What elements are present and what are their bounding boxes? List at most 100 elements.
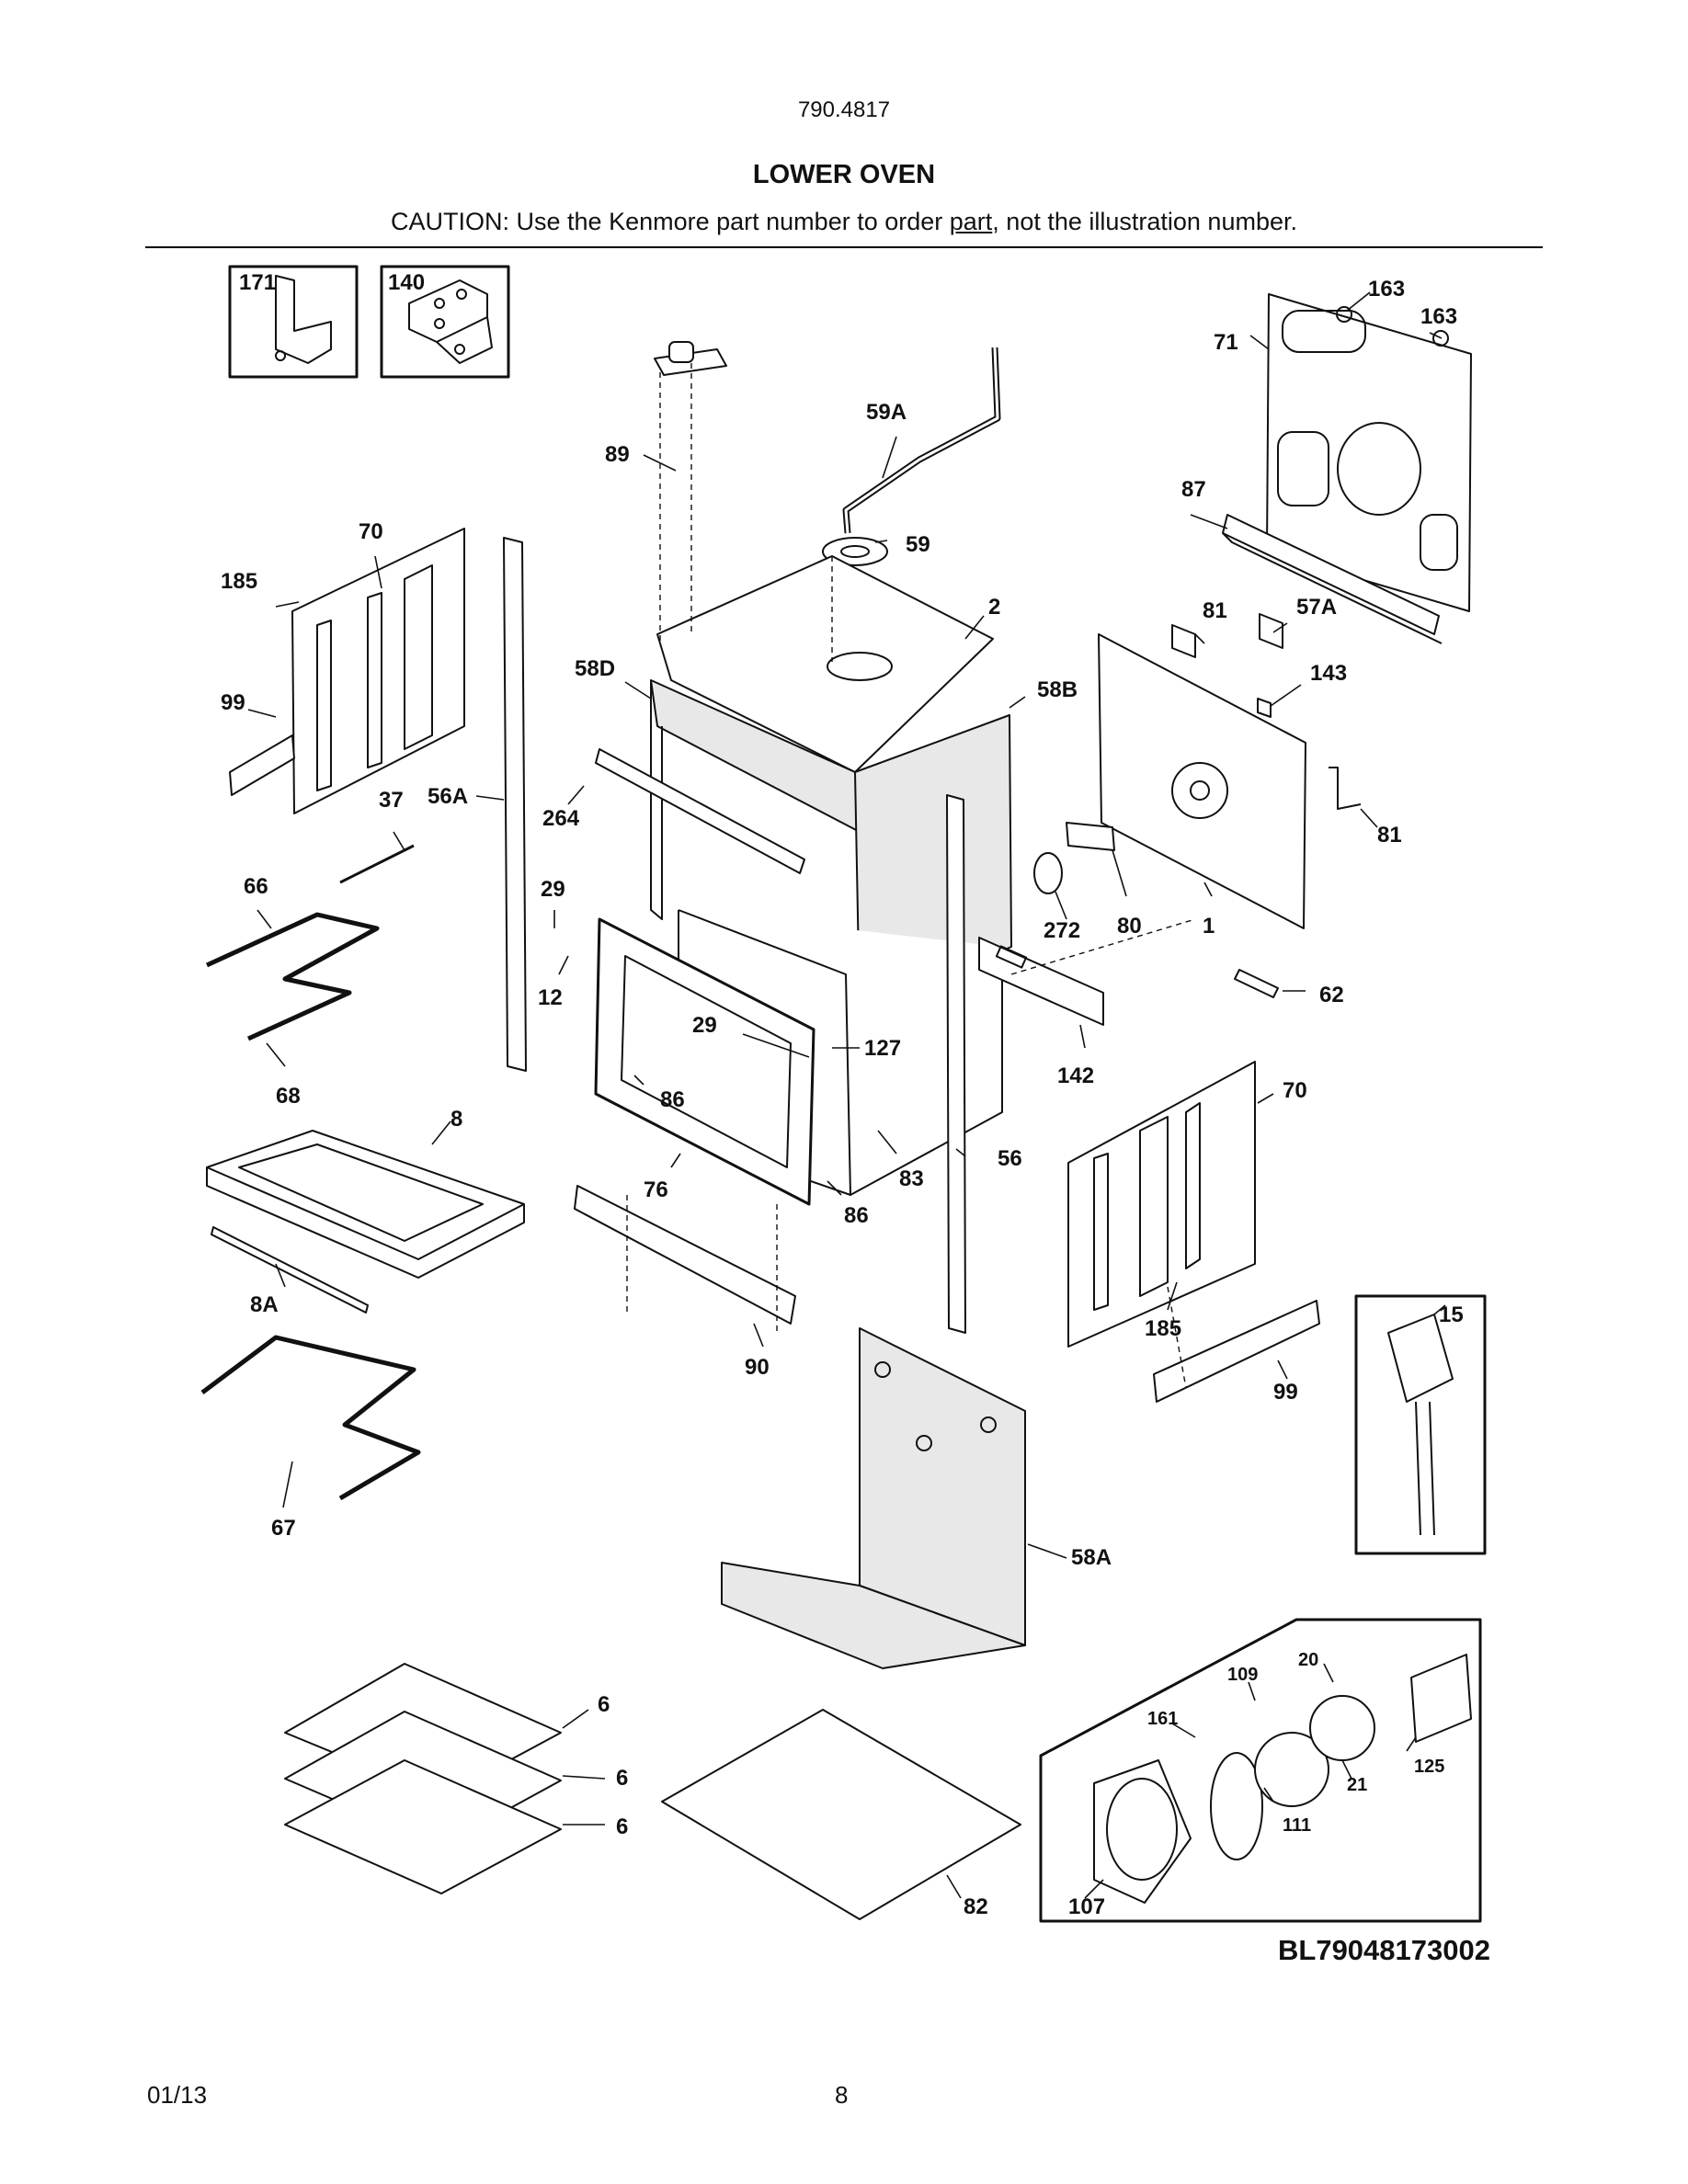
part-label-15: 15 — [1439, 1302, 1464, 1327]
bracket-81-top — [1171, 624, 1196, 658]
part-label-56A: 56A — [428, 784, 468, 809]
part-label-29-a: 29 — [541, 877, 565, 902]
part-label-111: 111 — [1283, 1815, 1311, 1836]
bracket-81-right — [1329, 767, 1362, 810]
page-number: 8 — [835, 2081, 849, 2109]
part-label-2: 2 — [988, 595, 1000, 620]
part-label-71: 71 — [1214, 330, 1238, 355]
vent-ring-59 — [822, 537, 888, 566]
side-rail-56 — [946, 794, 966, 1334]
part-label-125: 125 — [1414, 1757, 1444, 1777]
part-label-6-c: 6 — [616, 1814, 628, 1839]
spacer-272 — [1033, 852, 1063, 894]
part-label-143: 143 — [1310, 661, 1347, 686]
rail-99-left — [229, 734, 295, 796]
part-label-20: 20 — [1298, 1650, 1318, 1670]
part-label-185-a: 185 — [221, 569, 257, 594]
insulation-58A — [721, 1327, 1026, 1669]
rear-panel-71 — [1266, 293, 1472, 612]
part-label-80: 80 — [1117, 914, 1142, 938]
part-label-264: 264 — [542, 806, 580, 831]
part-label-127: 127 — [864, 1036, 901, 1061]
drip-tray-8 — [206, 1130, 525, 1279]
back-frame-1 — [1098, 633, 1306, 929]
part-label-12: 12 — [538, 985, 563, 1010]
part-label-163-b: 163 — [1420, 304, 1457, 329]
part-label-58B: 58B — [1037, 677, 1078, 702]
convection-fan-inset — [1039, 1618, 1482, 1923]
part-label-8A: 8A — [250, 1292, 279, 1317]
part-label-58A: 58A — [1071, 1545, 1112, 1570]
part-label-57A: 57A — [1296, 595, 1337, 620]
diagram-code: BL79048173002 — [1278, 1934, 1490, 1966]
part-label-6-a: 6 — [598, 1692, 610, 1717]
footer-date: 01/13 — [147, 2081, 208, 2109]
part-label-58D: 58D — [575, 656, 615, 681]
bracket-143 — [1257, 698, 1272, 718]
part-label-99-a: 99 — [221, 690, 245, 715]
part-label-68: 68 — [276, 1084, 301, 1109]
trim-90 — [574, 1185, 796, 1325]
caution-text-end: , not the illustration number. — [992, 208, 1297, 235]
broil-element-66 — [205, 912, 380, 1041]
vent-panel-142 — [978, 937, 1104, 1026]
oven-rack-bottom — [284, 1759, 562, 1894]
alignment-lines — [626, 363, 1196, 1389]
component-15-inset — [1354, 1294, 1487, 1555]
top-panel-2 — [656, 555, 994, 773]
part-label-171: 171 — [239, 270, 276, 295]
bake-element-67 — [200, 1335, 421, 1501]
bracket-57A — [1259, 613, 1283, 649]
bracket-80 — [1066, 822, 1115, 851]
front-frame-76 — [594, 917, 815, 1206]
part-label-161: 161 — [1147, 1709, 1178, 1729]
part-label-90: 90 — [745, 1355, 770, 1380]
rail-99-right — [1153, 1300, 1320, 1403]
part-label-109: 109 — [1227, 1665, 1258, 1685]
sensor-37 — [339, 844, 415, 884]
bracket-89 — [654, 341, 727, 376]
part-label-59A: 59A — [866, 400, 907, 425]
bracket-171-inset — [228, 265, 359, 379]
part-label-272: 272 — [1044, 918, 1080, 943]
part-label-62: 62 — [1319, 983, 1344, 1007]
caution-text-start: CAUTION: Use the Kenmore part number to … — [391, 208, 950, 235]
part-label-140: 140 — [388, 270, 425, 295]
side-panel-70-right — [1067, 1061, 1256, 1348]
bracket-140-inset — [380, 265, 510, 379]
trim-264 — [595, 748, 805, 874]
part-label-21: 21 — [1347, 1775, 1367, 1795]
part-label-86-a: 86 — [660, 1087, 685, 1112]
part-label-1: 1 — [1203, 914, 1215, 938]
part-label-82: 82 — [964, 1894, 988, 1919]
part-label-163-a: 163 — [1368, 277, 1405, 301]
side-rail-56A — [503, 537, 527, 1072]
part-label-70-b: 70 — [1283, 1078, 1307, 1103]
part-label-8: 8 — [451, 1107, 462, 1132]
part-label-86-b: 86 — [844, 1203, 869, 1228]
part-label-67: 67 — [271, 1516, 296, 1541]
terminal-block-62 — [1234, 969, 1279, 998]
leader-lines — [247, 291, 1446, 1899]
part-label-107: 107 — [1068, 1894, 1105, 1919]
vent-tube-59A — [842, 347, 1001, 534]
part-label-142: 142 — [1057, 1064, 1094, 1088]
part-label-99-b: 99 — [1273, 1380, 1298, 1405]
part-label-83: 83 — [899, 1166, 924, 1191]
side-panel-70-left — [291, 528, 465, 814]
part-label-89: 89 — [605, 442, 630, 467]
part-label-70-a: 70 — [359, 519, 383, 544]
part-label-6-b: 6 — [616, 1766, 628, 1791]
model-number: 790.4817 — [797, 97, 891, 122]
part-label-81-a: 81 — [1203, 598, 1227, 623]
page-title: LOWER OVEN — [752, 160, 936, 189]
header-rule — [145, 246, 1543, 248]
part-label-29-b: 29 — [692, 1013, 717, 1038]
part-label-56: 56 — [998, 1146, 1022, 1171]
part-label-185-b: 185 — [1145, 1316, 1181, 1341]
caution-underlined-word: part — [949, 208, 993, 235]
part-label-59: 59 — [906, 532, 930, 557]
part-label-66: 66 — [244, 874, 268, 899]
part-label-37: 37 — [379, 788, 404, 813]
